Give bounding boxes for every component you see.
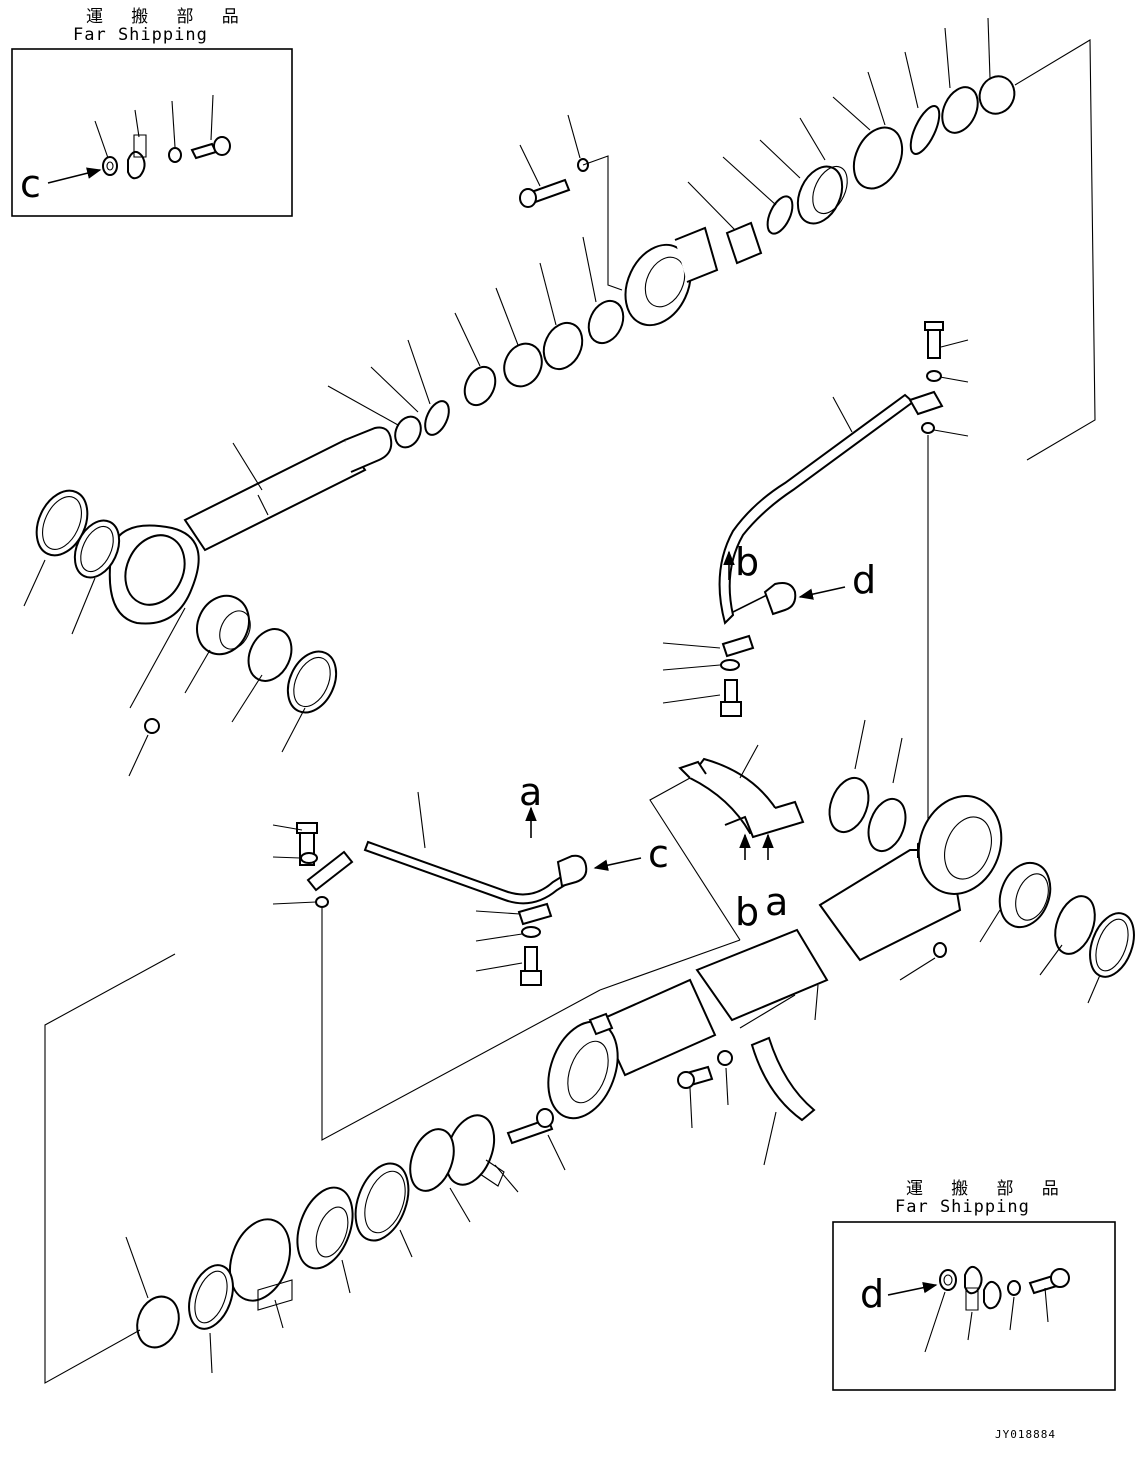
callout-d-box: d — [860, 1272, 885, 1316]
callout-a-top: a — [519, 770, 543, 814]
shipping-en-label-bottom: Far Shipping — [895, 1197, 1030, 1217]
piston-assembly — [44, 953, 566, 1384]
rod-assembly — [23, 17, 1096, 777]
callout-a-bottom: a — [765, 880, 789, 924]
callout-d-right: d — [852, 558, 877, 602]
cylinder-tube — [547, 719, 1135, 1166]
callout-c-box: c — [20, 162, 41, 206]
bracket-clamp — [649, 744, 805, 941]
shipping-box-bottom-right — [832, 1221, 1116, 1391]
shipping-en-label-top: Far Shipping — [73, 25, 208, 45]
callout-c-right: c — [648, 832, 669, 876]
drawing-code: JY018884 — [995, 1428, 1056, 1441]
shipping-jp-label-top: 運 搬 部 品 — [86, 7, 248, 27]
shipping-parts-d — [887, 1265, 1070, 1353]
callout-b-bottom: b — [735, 890, 760, 934]
shipping-box-top-left — [11, 48, 293, 217]
shipping-jp-label-bottom: 運 搬 部 品 — [906, 1179, 1068, 1199]
callout-b-top: b — [735, 540, 760, 584]
shipping-parts-c — [47, 94, 231, 184]
pipe-lower — [272, 791, 642, 1141]
pipe-upper — [662, 321, 969, 845]
